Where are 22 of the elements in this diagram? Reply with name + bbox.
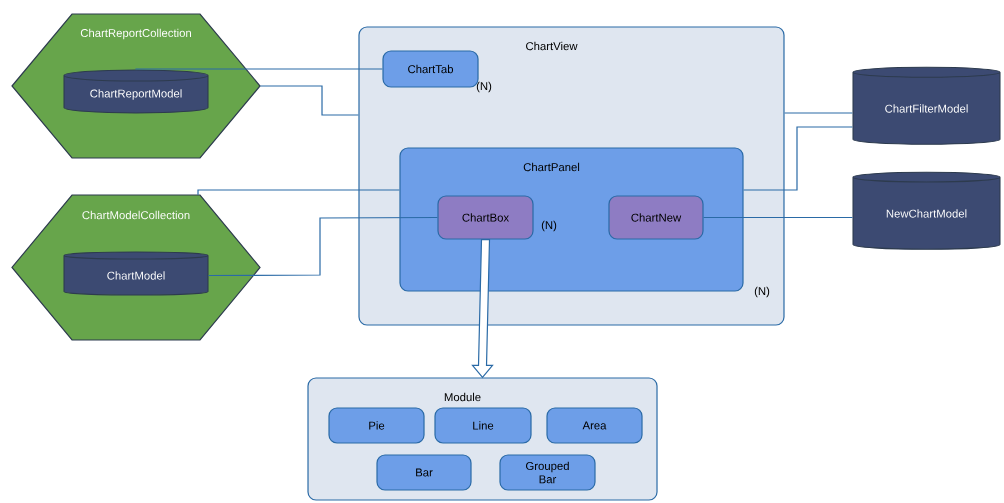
connector-line bbox=[743, 126, 854, 191]
connector-line bbox=[207, 216, 438, 277]
connector-line bbox=[259, 85, 359, 116]
multiplicity-label: (N) bbox=[754, 286, 770, 298]
connector-line bbox=[197, 189, 400, 196]
component-box: Area bbox=[546, 407, 643, 444]
component-box: Pie bbox=[328, 407, 425, 444]
database-cylinder: NewChartModel bbox=[852, 171, 1001, 250]
component-box: Grouped Bar bbox=[499, 454, 596, 491]
database-cylinder: ChartFilterModel bbox=[852, 66, 1001, 145]
connector-line bbox=[784, 112, 854, 114]
database-cylinder: ChartModel bbox=[63, 251, 209, 296]
database-cylinder: ChartReportModel bbox=[63, 69, 209, 114]
connector-line bbox=[703, 216, 854, 219]
component-box: ChartNew bbox=[608, 195, 704, 240]
component-box: Line bbox=[434, 407, 532, 444]
multiplicity-label: (N) bbox=[541, 220, 557, 232]
component-box: ChartBox bbox=[437, 195, 534, 240]
multiplicity-label: (N) bbox=[476, 81, 492, 93]
connector-line bbox=[135, 68, 383, 70]
component-box: Bar bbox=[376, 454, 472, 491]
hollow-arrow bbox=[471, 239, 494, 379]
